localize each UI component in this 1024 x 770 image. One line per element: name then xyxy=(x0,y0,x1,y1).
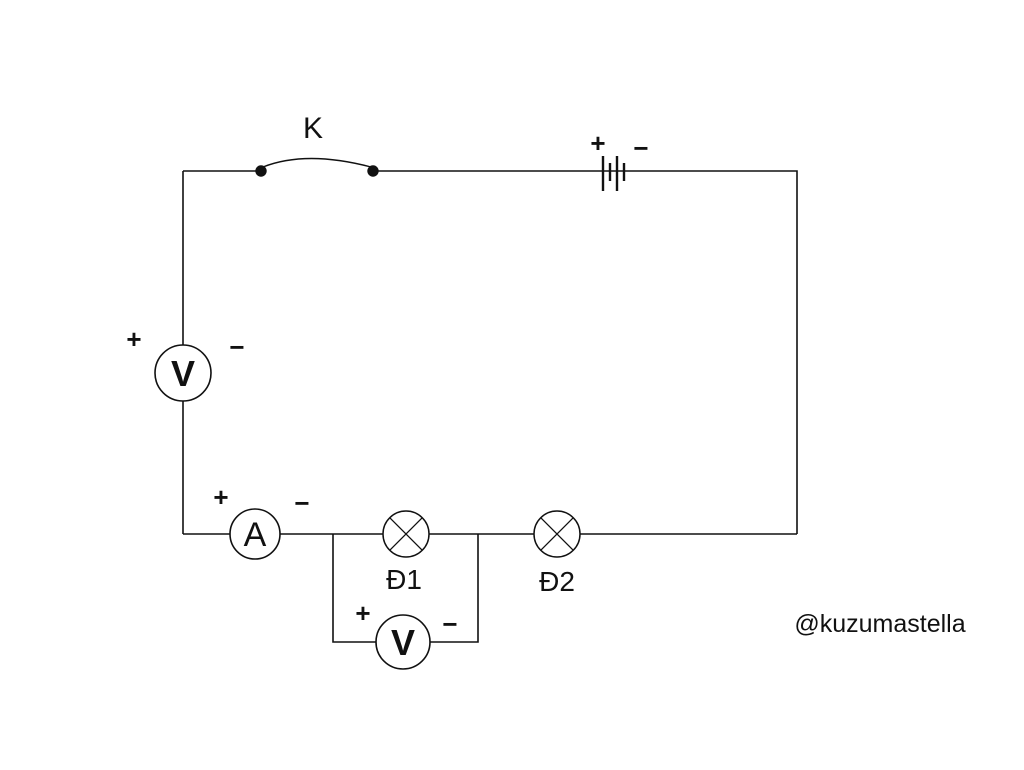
switch-label: K xyxy=(303,112,323,145)
lamp-d2-label: Đ2 xyxy=(539,566,575,597)
battery-minus-label: − xyxy=(633,133,648,163)
battery-plus-label: + xyxy=(590,128,605,158)
voltmeter-main-minus-label: − xyxy=(229,332,244,362)
switch-blade xyxy=(262,157,372,168)
voltmeter-main-plus-label: + xyxy=(126,324,141,354)
wire-top-right-and-right-side xyxy=(374,170,798,534)
wire-branch-right xyxy=(430,534,479,643)
voltmeter-lamp1-minus-label: − xyxy=(442,609,457,639)
lamp-d1-label: Đ1 xyxy=(386,564,422,595)
ammeter-plus-label: + xyxy=(213,482,228,512)
ammeter: A + − xyxy=(213,482,310,560)
lamp-d2-cross xyxy=(540,517,574,551)
lamp-d1-cross xyxy=(389,517,423,551)
watermark-text: @kuzumastella xyxy=(794,610,965,638)
switch-contact-dot-left xyxy=(255,165,267,177)
voltmeter-main-letter: V xyxy=(171,353,195,394)
lamp-d1: Đ1 xyxy=(382,510,430,595)
voltmeter-main: V + − xyxy=(126,324,245,402)
switch: K xyxy=(255,112,379,177)
ammeter-letter: A xyxy=(244,516,267,554)
voltmeter-lamp1-circle xyxy=(375,614,431,670)
voltmeter-lamp1-branch: V + − xyxy=(332,534,479,670)
ammeter-minus-label: − xyxy=(294,488,309,518)
lamp-d2: Đ2 xyxy=(533,510,581,597)
voltmeter-main-circle xyxy=(154,344,212,402)
ammeter-circle xyxy=(229,508,281,560)
wire-branch-left xyxy=(332,534,376,643)
voltmeter-lamp1-plus-label: + xyxy=(355,598,370,628)
switch-contact-dot-right xyxy=(367,165,379,177)
voltmeter-lamp1-letter: V xyxy=(391,622,415,663)
battery: + − xyxy=(590,128,649,191)
